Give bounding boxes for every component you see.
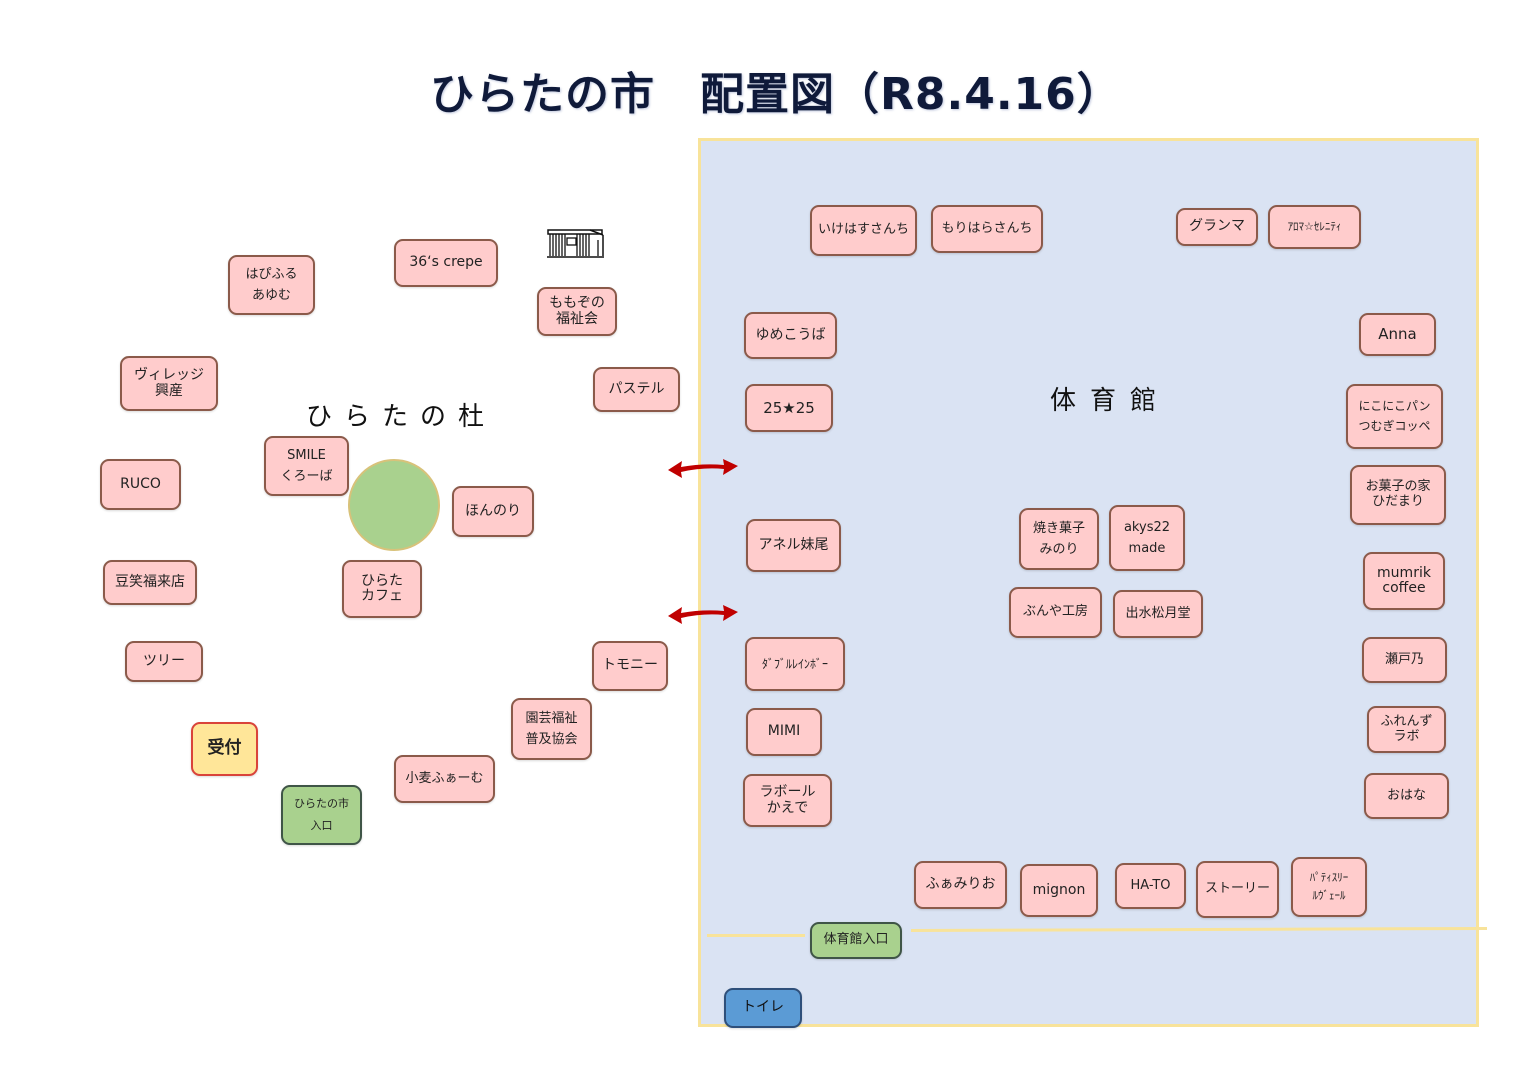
stall-labor[interactable]: ラボール かえで <box>743 774 832 827</box>
stall-morihara[interactable]: もりはらさんち <box>931 205 1043 253</box>
tree-circle <box>348 459 440 551</box>
stall-aroma[interactable]: ｱﾛﾏ☆ｾﾚﾆﾃｨ <box>1268 205 1361 249</box>
stall-story[interactable]: ストーリー <box>1196 861 1279 918</box>
double-arrow-icon <box>668 605 738 624</box>
stall-nikoniko[interactable]: にこにこパン つむぎコッペ <box>1346 384 1443 449</box>
stall-yumekouba[interactable]: ゆめこうば <box>744 312 837 359</box>
stall-setono[interactable]: 瀬戸乃 <box>1362 637 1447 683</box>
market-entrance[interactable]: ひらたの市 入口 <box>281 785 362 845</box>
stall-anna[interactable]: Anna <box>1359 313 1436 356</box>
stall-yakigashi[interactable]: 焼き菓子 みのり <box>1019 508 1099 570</box>
stall-akys22[interactable]: akys22 made <box>1109 505 1185 571</box>
page-title: ひらたの市 配置図（R8.4.16） <box>430 69 1122 120</box>
stall-patisserie[interactable]: ﾊﾟﾃｨｽﾘｰ ﾙｳﾞｪｰﾙ <box>1291 857 1367 917</box>
stall-mignon[interactable]: mignon <box>1020 864 1098 917</box>
stall-ruco[interactable]: RUCO <box>100 459 181 510</box>
stall-anel[interactable]: アネル妹尾 <box>746 519 841 572</box>
stall-fuamirio[interactable]: ふぁみりお <box>914 861 1007 909</box>
stall-momozono[interactable]: ももぞの 福祉会 <box>537 287 617 336</box>
stall-tomoni[interactable]: トモニー <box>592 641 668 691</box>
stall-hirata-cafe[interactable]: ひらた カフェ <box>342 560 422 618</box>
toilet[interactable]: トイレ <box>724 988 802 1028</box>
stall-ohana[interactable]: おはな <box>1364 773 1449 819</box>
stall-mumrik[interactable]: mumrik coffee <box>1363 552 1445 610</box>
stall-engei[interactable]: 園芸福祉 普及協会 <box>511 698 592 760</box>
gym-entrance[interactable]: 体育館入口 <box>810 922 902 959</box>
stall-ikehasu[interactable]: いけはすさんち <box>810 205 917 256</box>
outdoor-area-label: ひらたの杜 <box>306 402 497 432</box>
stall-smile[interactable]: SMILE くろーば <box>264 436 349 496</box>
double-arrow-icon <box>668 459 738 478</box>
gym-divider-line <box>707 934 805 937</box>
stall-komugi[interactable]: 小麦ふぁーむ <box>394 755 495 803</box>
building-icon <box>547 229 604 258</box>
stall-double-rainbow[interactable]: ﾀﾞﾌﾞﾙﾚｲﾝﾎﾞｰ <box>745 637 845 691</box>
stall-friends-labo[interactable]: ふれんず ラボ <box>1367 706 1446 753</box>
stall-tree[interactable]: ツリー <box>125 641 203 682</box>
stall-2525[interactable]: 25★25 <box>745 384 833 432</box>
gym-label: 体育館 <box>1050 386 1171 416</box>
stall-bunya[interactable]: ぶんや工房 <box>1009 587 1102 638</box>
stall-mameemi[interactable]: 豆笑福来店 <box>103 560 197 605</box>
stall-okashi[interactable]: お菓子の家 ひだまり <box>1350 465 1446 525</box>
reception[interactable]: 受付 <box>191 722 258 776</box>
stall-izumi[interactable]: 出水松月堂 <box>1113 590 1203 638</box>
stall-hato[interactable]: HA-TO <box>1115 863 1186 909</box>
stall-pastel[interactable]: パステル <box>593 367 680 412</box>
stall-36s-crepe[interactable]: 36‘s crepe <box>394 239 498 287</box>
stall-village[interactable]: ヴィレッジ 興産 <box>120 356 218 411</box>
stall-granma[interactable]: グランマ <box>1176 208 1258 246</box>
stall-habifuru[interactable]: はぴふる あゆむ <box>228 255 315 315</box>
stall-mimi[interactable]: MIMI <box>746 708 822 756</box>
stall-honnori[interactable]: ほんのり <box>452 486 534 537</box>
